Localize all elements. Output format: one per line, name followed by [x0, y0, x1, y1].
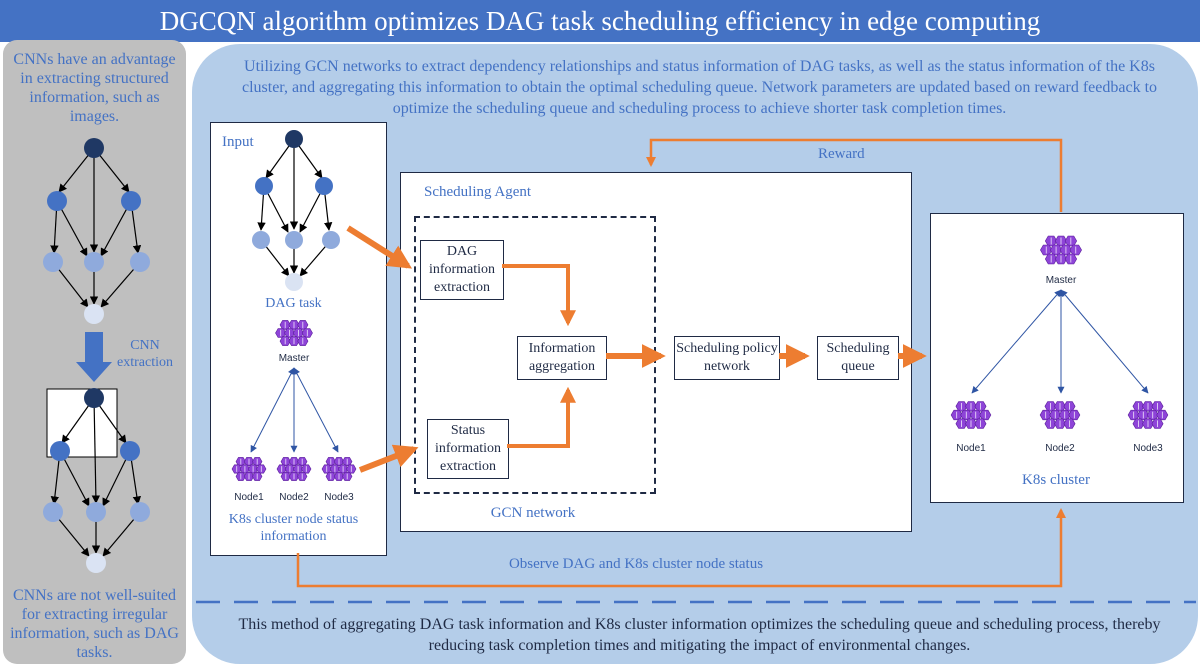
- aggregation-box: Information aggregation: [517, 336, 607, 380]
- reward-feedback-arrow: [646, 138, 1063, 212]
- input-k8s-links: [250, 367, 339, 453]
- cnn-extraction-label: CNN extraction: [117, 338, 173, 370]
- dag-input-arrow: [346, 225, 413, 269]
- k8s-cluster-label: K8s cluster: [1022, 472, 1090, 488]
- cluster-node2-pods-icon: [1039, 401, 1081, 429]
- cluster-node3-label: Node3: [1133, 443, 1163, 454]
- cluster-node1-pods-icon: [950, 401, 992, 429]
- cnn-limitation-text: CNNs are not well-suited for extracting …: [10, 587, 179, 661]
- cluster-node1-label: Node1: [956, 443, 986, 454]
- input-master-pods-icon: [275, 320, 313, 346]
- cluster-master-pods-icon: [1040, 235, 1082, 265]
- input-node3-pods-icon: [321, 457, 357, 481]
- input-dag-graph: [252, 130, 340, 291]
- page-title: DGCQN algorithm optimizes DAG task sched…: [0, 0, 1200, 42]
- input-node3-label: Node3: [324, 492, 354, 503]
- scheduling-agent-label: Scheduling Agent: [424, 184, 532, 200]
- status-to-aggregation-arrow: [507, 386, 576, 448]
- cluster-k8s-links: [971, 289, 1149, 394]
- input-master-label: Master: [278, 353, 310, 364]
- cnn-advantage-text: CNNs have an advantage in extracting str…: [13, 51, 176, 125]
- gcn-network-label: GCN network: [490, 505, 576, 521]
- input-node1-label: Node1: [234, 492, 264, 503]
- cluster-node2-label: Node2: [1045, 443, 1075, 454]
- cluster-node3-pods-icon: [1127, 401, 1169, 429]
- bottom-description: This method of aggregating DAG task info…: [238, 616, 1161, 654]
- input-node2-label: Node2: [279, 492, 309, 503]
- input-node1-pods-icon: [231, 457, 267, 481]
- cnn-dag-graph-top: [43, 138, 150, 324]
- dag-to-aggregation-arrow: [502, 264, 576, 327]
- input-node2-pods-icon: [276, 457, 312, 481]
- cnn-extraction-arrow: [76, 332, 112, 382]
- dag-extraction-box: DAG information extraction: [420, 240, 504, 300]
- top-description: Utilizing GCN networks to extract depend…: [241, 58, 1158, 117]
- flow-arrows: [296, 138, 1066, 588]
- reward-label: Reward: [818, 146, 865, 162]
- cnn-dag-graph-bottom: [43, 388, 150, 573]
- status-extraction-box: Status information extraction: [427, 419, 509, 479]
- status-input-arrow: [358, 444, 419, 473]
- observe-label: Observe DAG and K8s cluster node status: [508, 556, 764, 572]
- k8s-status-label: K8s cluster node status information: [228, 512, 359, 544]
- input-label: Input: [222, 134, 254, 150]
- cluster-master-label: Master: [1045, 275, 1077, 286]
- dag-task-label: DAG task: [265, 296, 322, 311]
- observe-status-arrow: [296, 508, 1066, 588]
- scheduling-queue-box: Scheduling queue: [817, 336, 899, 380]
- policy-network-box: Scheduling policy network: [674, 336, 780, 380]
